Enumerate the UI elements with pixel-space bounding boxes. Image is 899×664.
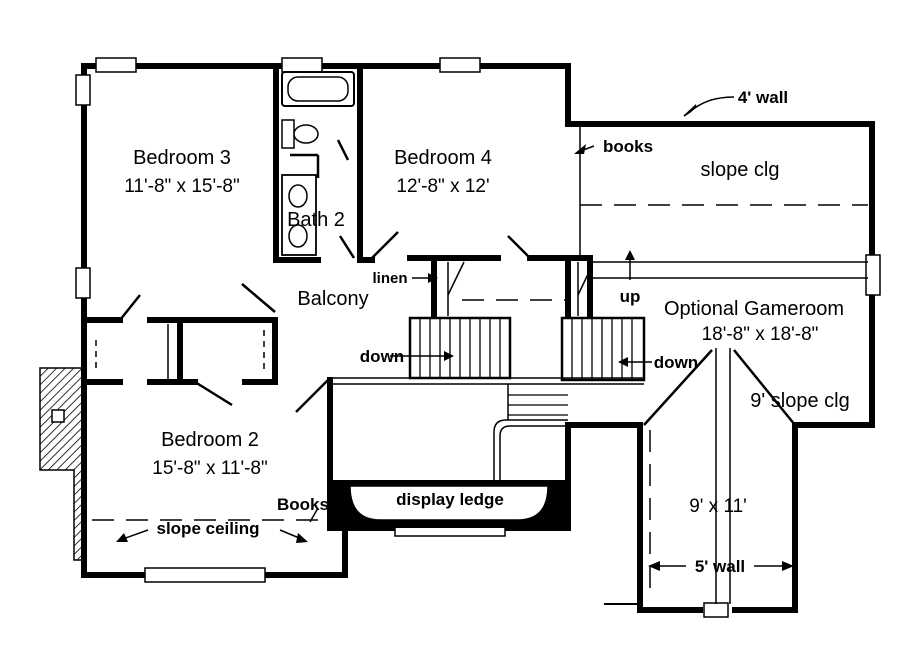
doors [119, 139, 531, 413]
slope-clg-label: slope clg [701, 159, 780, 181]
nook-dimensions: 9' x 11' [689, 496, 747, 517]
four-foot-wall-label: 4' wall [738, 88, 788, 107]
bedroom3-dimensions: 11'-8" x 15'-8" [124, 176, 239, 197]
arrows [116, 96, 794, 571]
balcony-label: Balcony [297, 288, 368, 310]
nine-foot-slope-label: 9' slope clg [750, 390, 849, 412]
stairs [330, 316, 646, 480]
linen-label: linen [372, 270, 407, 287]
room-labels: Bedroom 3 11'-8" x 15'-8" Bedroom 4 12'-… [124, 88, 849, 576]
bedroom3-label: Bedroom 3 [133, 147, 231, 169]
down-label-left: down [360, 347, 404, 366]
five-foot-wall-label: 5' wall [695, 557, 745, 576]
bedroom4-label: Bedroom 4 [394, 147, 492, 169]
interior-walls [81, 63, 593, 385]
bath-fixtures [281, 71, 355, 256]
bedroom2-dimensions: 15'-8" x 11'-8" [152, 458, 267, 479]
books-label-bedroom2: Books [277, 495, 329, 514]
bedroom2-label: Bedroom 2 [161, 429, 259, 451]
gameroom-lines [579, 124, 868, 604]
slope-ceiling-label: slope ceiling [157, 519, 260, 538]
gameroom-label: Optional Gameroom [664, 298, 844, 320]
bedroom4-dimensions: 12'-8" x 12' [396, 176, 489, 197]
down-label-right: down [654, 353, 698, 372]
display-ledge-shape [330, 480, 568, 528]
bath2-label: Bath 2 [287, 209, 345, 231]
chimney [39, 367, 87, 561]
books-label-top: books [603, 137, 653, 156]
up-label: up [620, 287, 641, 306]
windows [75, 57, 881, 618]
display-ledge-label: display ledge [396, 490, 504, 509]
gameroom-dimensions: 18'-8" x 18'-8" [702, 324, 819, 345]
